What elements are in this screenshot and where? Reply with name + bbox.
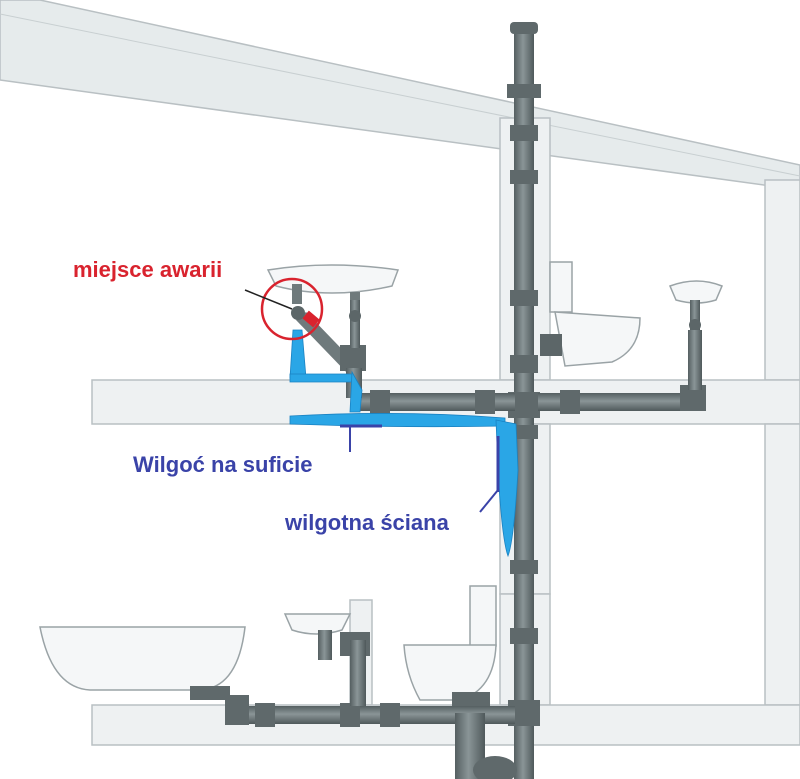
washbasin-upper-left [266,264,400,306]
failure-leader-line [244,289,293,310]
roof [0,0,800,191]
wet-wall-label: wilgotna ściana [285,510,449,535]
main-vent-stack [507,22,541,779]
toilet-lower [403,585,497,714]
failure-point-label: miejsce awarii [73,257,223,282]
wall-leader-line [479,489,499,513]
washbasin-upper-right [668,280,723,340]
lower-drain-pipes [225,640,517,779]
toilet-upper [540,261,641,367]
upper-drain-pipes [291,300,706,414]
failure-circle [260,277,324,341]
bathtub [39,626,246,700]
ceiling-moisture-label: Wilgoć na suficie [133,452,313,477]
water-leak [289,329,519,558]
